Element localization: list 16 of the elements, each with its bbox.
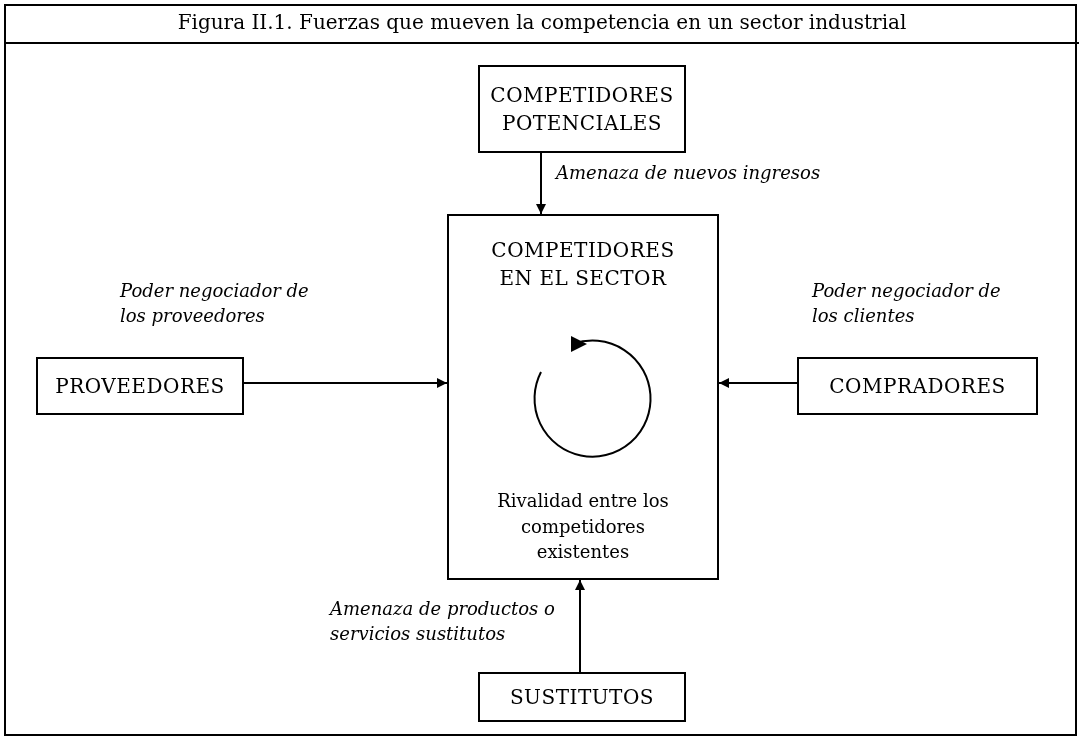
box-text: Rivalidad entre los competidores existentes: [496, 489, 670, 564]
arrow: [718, 378, 798, 388]
figure-title: Figura II.1. Fuerzas que mueven la competencia en un sector industrial: [176, 10, 908, 34]
arrow: [243, 378, 448, 388]
box-label: PROVEEDORES: [55, 373, 225, 400]
box-label: COMPETIDORES POTENCIALES: [489, 82, 675, 137]
process-box: [797, 357, 1038, 415]
process-box: [478, 65, 686, 153]
process-box: [36, 357, 244, 415]
process-box: [447, 214, 719, 580]
process-box: [478, 672, 686, 722]
arrow: [575, 579, 585, 673]
box-label: SUSTITUTOS: [509, 684, 655, 711]
box-label: COMPETIDORES EN EL SECTOR: [490, 237, 676, 292]
box-label: COMPRADORES: [829, 373, 1006, 400]
arrow: [536, 152, 546, 215]
